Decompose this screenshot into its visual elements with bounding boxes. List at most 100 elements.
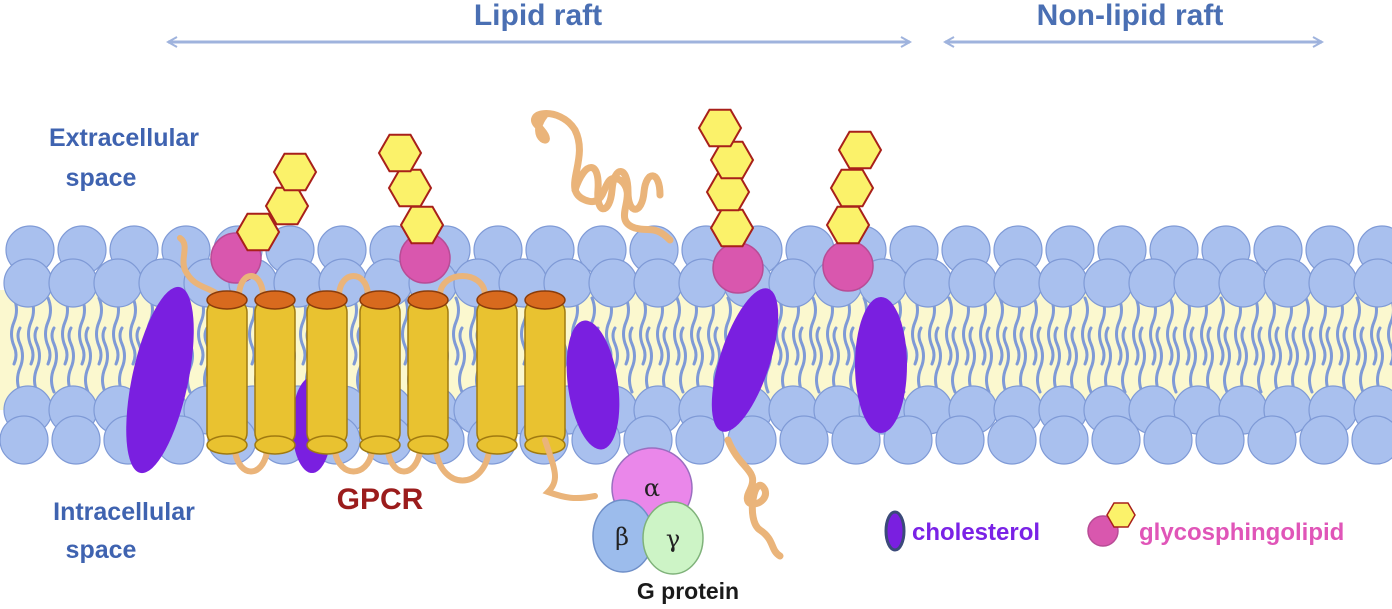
lipid-raft-label: Lipid raft xyxy=(474,0,602,32)
gpcr-helix-bottom xyxy=(254,435,296,455)
lipid-tail xyxy=(979,296,987,366)
gpcr-extracellular-loop xyxy=(236,273,266,297)
gpcr-helix xyxy=(206,299,248,446)
lipid-tail xyxy=(843,296,851,366)
lipid-tail xyxy=(1336,296,1344,366)
lipid-tail xyxy=(911,296,919,366)
gpcr-helix-bottom xyxy=(306,435,348,455)
gpcr-helix-top xyxy=(524,290,566,310)
lipid-tail xyxy=(1251,296,1259,366)
lipid-head xyxy=(779,415,829,465)
lipid-tail xyxy=(78,296,86,366)
cholesterol-molecule xyxy=(711,288,779,432)
lipid-tail xyxy=(299,296,307,366)
glycosphingolipid-legend-hexagon xyxy=(1106,502,1136,528)
lipid-tail xyxy=(1172,326,1180,394)
gpcr-helix-top xyxy=(306,290,348,310)
lipid-tail xyxy=(996,296,1004,366)
sugar-hexagon xyxy=(709,140,755,180)
lipid-tail xyxy=(1302,296,1310,366)
lipid-tail xyxy=(1308,326,1316,394)
lipid-head xyxy=(1038,258,1088,308)
cholesterol-molecule xyxy=(566,320,620,450)
lipid-tail xyxy=(1013,296,1021,366)
lipid-head xyxy=(1039,415,1089,465)
gpcr-intracellular-loop xyxy=(385,449,423,475)
alpha-label: α xyxy=(644,474,660,502)
lipid-head xyxy=(1218,258,1268,308)
sugar-hexagon xyxy=(837,130,883,170)
lipid-head xyxy=(675,415,725,465)
lipid-tail xyxy=(917,326,925,394)
lipid-tail xyxy=(10,296,18,366)
lipid-tail xyxy=(101,326,109,394)
gpcr-intracellular-loop xyxy=(232,449,270,475)
g-protein-label: G protein xyxy=(637,578,739,604)
lipid-tail xyxy=(1070,326,1078,394)
sugar-hexagon xyxy=(709,208,755,248)
lipid-tail xyxy=(1183,296,1191,366)
lipid-tail xyxy=(962,296,970,366)
gpcr-helix xyxy=(254,299,296,446)
lipid-head xyxy=(1143,415,1193,465)
lipid-head xyxy=(1173,258,1223,308)
lipid-tail xyxy=(16,326,24,394)
glycosphingolipid-legend-label: glycosphingolipid xyxy=(1139,519,1344,546)
gpcr-extracellular-loop xyxy=(437,273,488,297)
lipid-tail xyxy=(33,326,41,394)
lipid-tail xyxy=(1206,326,1214,394)
lipid-tail xyxy=(1376,326,1384,394)
lipid-tail xyxy=(469,296,477,366)
sugar-hexagon xyxy=(829,168,875,208)
lipid-head xyxy=(1083,258,1133,308)
lipid-tail xyxy=(1166,296,1174,366)
gpcr-intracellular-loop xyxy=(332,449,375,475)
lipid-tail xyxy=(1268,296,1276,366)
lipid-head xyxy=(1263,258,1313,308)
lipid-tail xyxy=(781,326,789,394)
lipid-tail xyxy=(1121,326,1129,394)
gpcr-c-terminus xyxy=(542,437,598,502)
gpcr-label: GPCR xyxy=(337,483,424,516)
lipid-head xyxy=(903,258,953,308)
lipid-tail xyxy=(690,296,698,366)
lipid-tail xyxy=(1291,326,1299,394)
lipid-tail xyxy=(452,296,460,366)
lipid-head xyxy=(3,258,53,308)
lipid-tail xyxy=(1217,296,1225,366)
lipid-tail xyxy=(985,326,993,394)
sugar-hexagon xyxy=(235,212,281,252)
g-protein-gamma-subunit xyxy=(642,501,704,575)
lipid-tail xyxy=(350,296,358,366)
outer-leaflet xyxy=(3,225,1392,308)
lipid-tail xyxy=(1200,296,1208,366)
beta-label: β xyxy=(615,523,629,551)
lipid-head xyxy=(1247,415,1297,465)
lipid-tail xyxy=(662,326,670,394)
lipid-tail xyxy=(628,326,636,394)
gpcr-n-terminus xyxy=(177,235,228,303)
lipid-tail xyxy=(1064,296,1072,366)
lipid-tail xyxy=(696,326,704,394)
lipid-tail xyxy=(1189,326,1197,394)
gpcr-helix-top xyxy=(359,290,401,310)
lipid-tail xyxy=(112,296,120,366)
lipid-tail xyxy=(645,326,653,394)
extracellular-label-line2: space xyxy=(66,164,137,192)
extracellular-label: Extracellular xyxy=(49,124,199,152)
g-protein: α β γ xyxy=(592,447,704,575)
lipid-head xyxy=(1195,415,1245,465)
lipid-tail xyxy=(1030,296,1038,366)
lipid-tail xyxy=(118,326,126,394)
lipid-tail xyxy=(1353,296,1361,366)
lipid-tail xyxy=(639,296,647,366)
lipid-head xyxy=(1128,258,1178,308)
gpcr-helix-top xyxy=(206,290,248,310)
legend: cholesterol glycosphingolipid xyxy=(884,502,1344,552)
lipid-tail xyxy=(1319,296,1327,366)
lipid-head xyxy=(1308,258,1358,308)
lipid-head xyxy=(1353,258,1392,308)
gpcr-helix-top xyxy=(476,290,518,310)
lipid-tail xyxy=(1053,326,1061,394)
gpcr-helix-bottom xyxy=(476,435,518,455)
